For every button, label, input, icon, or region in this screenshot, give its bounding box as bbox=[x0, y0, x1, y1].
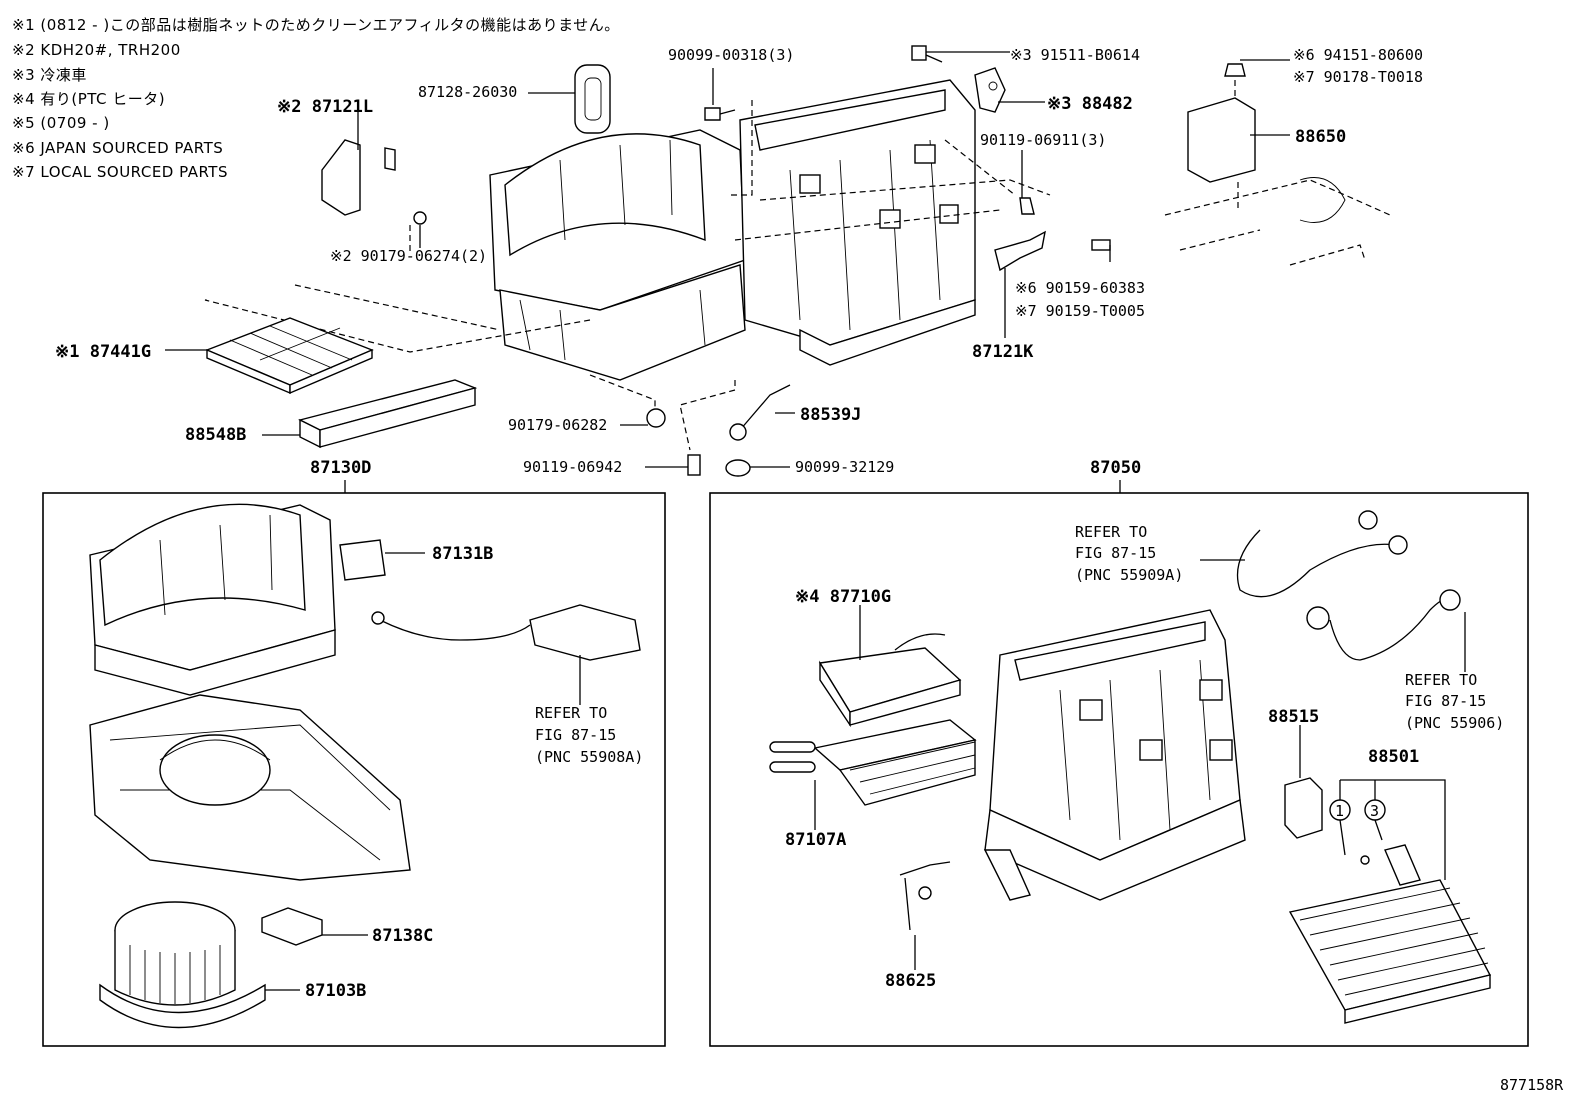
label-87441G: ※1 87441G bbox=[55, 342, 151, 362]
screw-90119-06942 bbox=[687, 454, 701, 476]
note-6: ※6 JAPAN SOURCED PARTS bbox=[12, 139, 223, 157]
circle-1-text: 1 bbox=[1335, 802, 1344, 820]
refer1-line3: (PNC 55908A) bbox=[535, 748, 643, 766]
label-90178-T0018: ※7 90178-T0018 bbox=[1293, 68, 1423, 86]
blower-case-top bbox=[504, 133, 706, 257]
label-90119-06942: 90119-06942 bbox=[523, 458, 622, 476]
note-1: ※1 (0812 - )この部品は樹脂ネットのためクリーンエアフィルタの機能はあ… bbox=[12, 16, 620, 34]
label-90179-06274: ※2 90179-06274(2) bbox=[330, 247, 487, 265]
bracket-87121K bbox=[994, 230, 1046, 272]
label-87103B: 87103B bbox=[305, 981, 366, 1001]
label-87050: 87050 bbox=[1090, 458, 1141, 478]
screw-90099-00318 bbox=[704, 107, 721, 121]
label-90099-00318: 90099-00318(3) bbox=[668, 46, 794, 64]
label-88501: 88501 bbox=[1368, 747, 1419, 767]
label-90159-60383: ※6 90159-60383 bbox=[1015, 279, 1145, 297]
figure-id: 877158R bbox=[1500, 1076, 1564, 1094]
bolt-91511 bbox=[911, 45, 927, 61]
refer3-line3: (PNC 55906) bbox=[1405, 714, 1504, 732]
label-87138C: 87138C bbox=[372, 926, 433, 946]
leader-lines-upper bbox=[165, 51, 1290, 468]
label-94151-80600: ※6 94151-80600 bbox=[1293, 46, 1423, 64]
part-88482 bbox=[974, 67, 1006, 113]
amplifier-88650 bbox=[1187, 97, 1256, 183]
bolt-90159 bbox=[1091, 239, 1111, 251]
label-87121K: 87121K bbox=[972, 342, 1034, 362]
grommet-90099-32129 bbox=[725, 459, 751, 477]
label-87107A: 87107A bbox=[785, 830, 846, 850]
refer1-line2: FIG 87-15 bbox=[535, 726, 616, 744]
heater-case-top-rail bbox=[754, 89, 946, 151]
connector-assembly bbox=[529, 604, 641, 661]
upper-assembly bbox=[204, 79, 1051, 451]
bracket-87131B bbox=[339, 539, 386, 581]
label-87130D: 87130D bbox=[310, 458, 371, 478]
screw-90119-06911 bbox=[1019, 197, 1035, 215]
label-87710G: ※4 87710G bbox=[795, 587, 891, 607]
label-90119-06911: 90119-06911(3) bbox=[980, 131, 1106, 149]
blower-lower bbox=[499, 264, 746, 381]
sensor-88625 bbox=[899, 861, 951, 931]
label-87121L: ※2 87121L bbox=[277, 97, 373, 117]
label-91511-B0614: ※3 91511-B0614 bbox=[1010, 46, 1140, 64]
label-88625: 88625 bbox=[885, 971, 936, 991]
tube-88539J bbox=[739, 384, 791, 431]
note-7: ※7 LOCAL SOURCED PARTS bbox=[12, 163, 228, 181]
filter-87441G bbox=[205, 317, 374, 386]
refer2-line3: (PNC 55909A) bbox=[1075, 566, 1183, 584]
box-87050 bbox=[709, 492, 1529, 1047]
label-90159-T0005: ※7 90159-T0005 bbox=[1015, 302, 1145, 320]
wire-55906 bbox=[1329, 598, 1451, 661]
nut-94151 bbox=[1224, 63, 1246, 77]
refer3-line2: FIG 87-15 bbox=[1405, 692, 1486, 710]
case-tab bbox=[799, 174, 821, 194]
refer3-line1: REFER TO bbox=[1405, 671, 1477, 689]
resistor-87138C bbox=[261, 907, 323, 946]
label-88515: 88515 bbox=[1268, 707, 1319, 727]
wire-harness bbox=[379, 619, 531, 641]
label-88539J: 88539J bbox=[800, 405, 861, 425]
label-90099-32129: 90099-32129 bbox=[795, 458, 894, 476]
circle-3-text: 3 bbox=[1370, 802, 1379, 820]
grommet-87128 bbox=[574, 64, 611, 134]
refer2-line2: FIG 87-15 bbox=[1075, 544, 1156, 562]
refer2-line1: REFER TO bbox=[1075, 523, 1147, 541]
label-87131B: 87131B bbox=[432, 544, 493, 564]
expansion-valve-88515 bbox=[1284, 777, 1323, 839]
nut-90179-06282 bbox=[646, 408, 666, 428]
label-88482: ※3 88482 bbox=[1047, 94, 1133, 114]
refer1-line1: REFER TO bbox=[535, 704, 607, 722]
label-88650: 88650 bbox=[1295, 127, 1346, 147]
bracket-87121L bbox=[321, 139, 361, 216]
label-90179-06282: 90179-06282 bbox=[508, 416, 607, 434]
notes-block: ※1 (0812 - )この部品は樹脂ネットのためクリーンエアフィルタの機能はあ… bbox=[12, 16, 620, 181]
note-4: ※4 有り(PTC ヒータ) bbox=[12, 90, 165, 108]
nut-90179-06274 bbox=[413, 211, 427, 225]
label-88548B: 88548B bbox=[185, 425, 246, 445]
wire-55909A bbox=[1236, 529, 1396, 598]
note-2: ※2 KDH20#, TRH200 bbox=[12, 41, 181, 59]
label-87128-26030: 87128-26030 bbox=[418, 83, 517, 101]
note-5: ※5 (0709 - ) bbox=[12, 114, 110, 132]
box-87130D bbox=[42, 492, 666, 1047]
note-3: ※3 冷凍車 bbox=[12, 66, 87, 84]
